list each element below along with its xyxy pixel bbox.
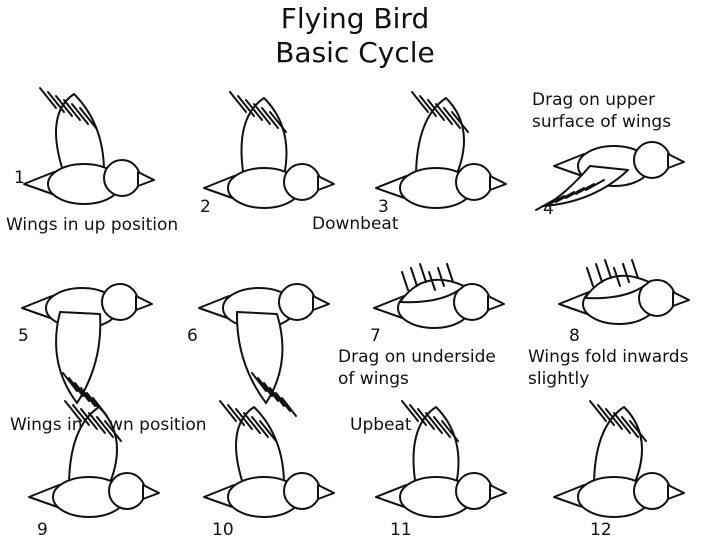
note-fold-line1: Wings fold inwards	[528, 347, 689, 367]
frame-number-2: 2	[200, 197, 211, 217]
note-drag-upper-line1: Drag on upper	[532, 90, 656, 110]
bird-frame-11	[375, 400, 507, 518]
bird-frame-5	[21, 283, 153, 417]
frame-number-6: 6	[187, 326, 198, 346]
bird-frame-4	[535, 141, 685, 211]
note-drag-under-line1: Drag on underside	[338, 347, 496, 367]
frame-number-3: 3	[378, 197, 389, 217]
frame-number-4: 4	[543, 199, 554, 219]
note-wings-up: Wings in up position	[6, 215, 179, 235]
note-upbeat: Upbeat	[350, 415, 412, 435]
frame-number-7: 7	[370, 326, 381, 346]
diagram-subtitle: Basic Cycle	[275, 36, 435, 69]
frame-number-5: 5	[18, 326, 29, 346]
bird-frame-3	[375, 91, 507, 209]
diagram-title: Flying Bird	[280, 2, 430, 35]
frame-number-8: 8	[569, 326, 580, 346]
bird-frame-12	[553, 400, 685, 518]
bird-frame-6	[198, 283, 330, 417]
bird-frame-8	[558, 259, 690, 325]
bird-frame-10	[203, 400, 335, 518]
bird-frame-9	[28, 400, 160, 518]
frame-number-11: 11	[390, 520, 412, 540]
note-fold-line2: slightly	[528, 369, 590, 389]
frame-number-9: 9	[37, 520, 48, 540]
frame-number-1: 1	[14, 168, 25, 188]
note-drag-upper-line2: surface of wings	[532, 112, 672, 132]
note-downbeat: Downbeat	[312, 214, 399, 234]
bird-frame-7	[373, 263, 505, 329]
bird-frame-1	[23, 87, 155, 205]
note-drag-under-line2: of wings	[338, 369, 409, 389]
frame-number-10: 10	[212, 520, 234, 540]
frame-number-12: 12	[590, 520, 612, 540]
bird-frame-2	[203, 91, 335, 209]
